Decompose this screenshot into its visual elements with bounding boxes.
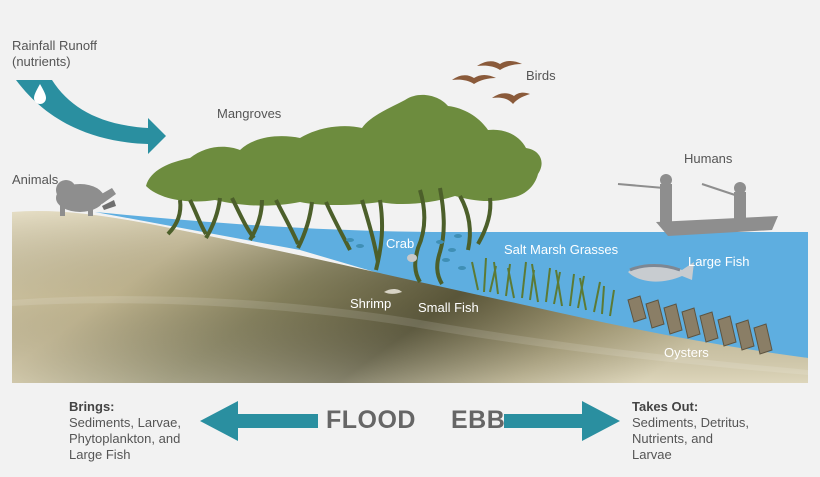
ebb-takes-out-line: Larvae: [632, 447, 672, 462]
birds-icon: [452, 61, 530, 104]
flood-brings-block: Brings: Sediments, Larvae, Phytoplankton…: [69, 399, 181, 463]
ebb-arrow: [504, 401, 620, 441]
mangrove-trees: [146, 94, 542, 286]
oysters-label: Oysters: [664, 345, 709, 360]
mangroves-label: Mangroves: [217, 106, 282, 121]
water-drop-icon: [34, 84, 46, 104]
salt-marsh-grasses: [471, 257, 615, 317]
shrimp-label: Shrimp: [350, 296, 392, 311]
humans-label: Humans: [684, 151, 733, 166]
large-fish-label: Large Fish: [688, 254, 750, 269]
crab-icon: [407, 254, 417, 262]
sediment-shading: [12, 210, 808, 383]
small-fish-icon: [346, 234, 466, 270]
flood-brings-line: Sediments, Larvae,: [69, 415, 182, 430]
ebb-label: EBB: [451, 406, 506, 434]
rainfall-arrow: [16, 80, 166, 154]
rainfall-label: Rainfall Runoff (nutrients): [12, 38, 97, 70]
ebb-takes-out-block: Takes Out: Sediments, Detritus, Nutrient…: [632, 399, 749, 463]
flood-brings-line: Large Fish: [69, 447, 131, 462]
raccoon-icon: [56, 180, 116, 216]
ebb-takes-out-line: Sediments, Detritus,: [632, 415, 750, 430]
water: [95, 212, 808, 358]
birds-label: Birds: [526, 68, 556, 83]
ebb-takes-out-line: Nutrients, and: [632, 431, 713, 446]
shrimp-icon: [384, 289, 402, 294]
mangrove-canopy: [146, 94, 542, 206]
flood-label: FLOOD: [326, 406, 416, 434]
humans-boat-icon: [617, 174, 778, 236]
flood-arrow: [200, 401, 318, 441]
flood-brings-line: Phytoplankton, and: [69, 431, 181, 446]
oysters-icon: [627, 295, 773, 355]
flood-brings-heading: Brings:: [69, 399, 115, 414]
ebb-takes-out-heading: Takes Out:: [632, 399, 699, 414]
crab-label: Crab: [386, 236, 415, 251]
sediment-layer: [12, 296, 808, 375]
rainfall-label-line1: Rainfall Runoff: [12, 38, 98, 53]
animals-label: Animals: [12, 172, 59, 187]
salt-marsh-label: Salt Marsh Grasses: [504, 242, 619, 257]
small-fish-label: Small Fish: [418, 300, 479, 315]
rainfall-label-line2: (nutrients): [12, 54, 71, 69]
large-fish-icon: [628, 262, 694, 282]
